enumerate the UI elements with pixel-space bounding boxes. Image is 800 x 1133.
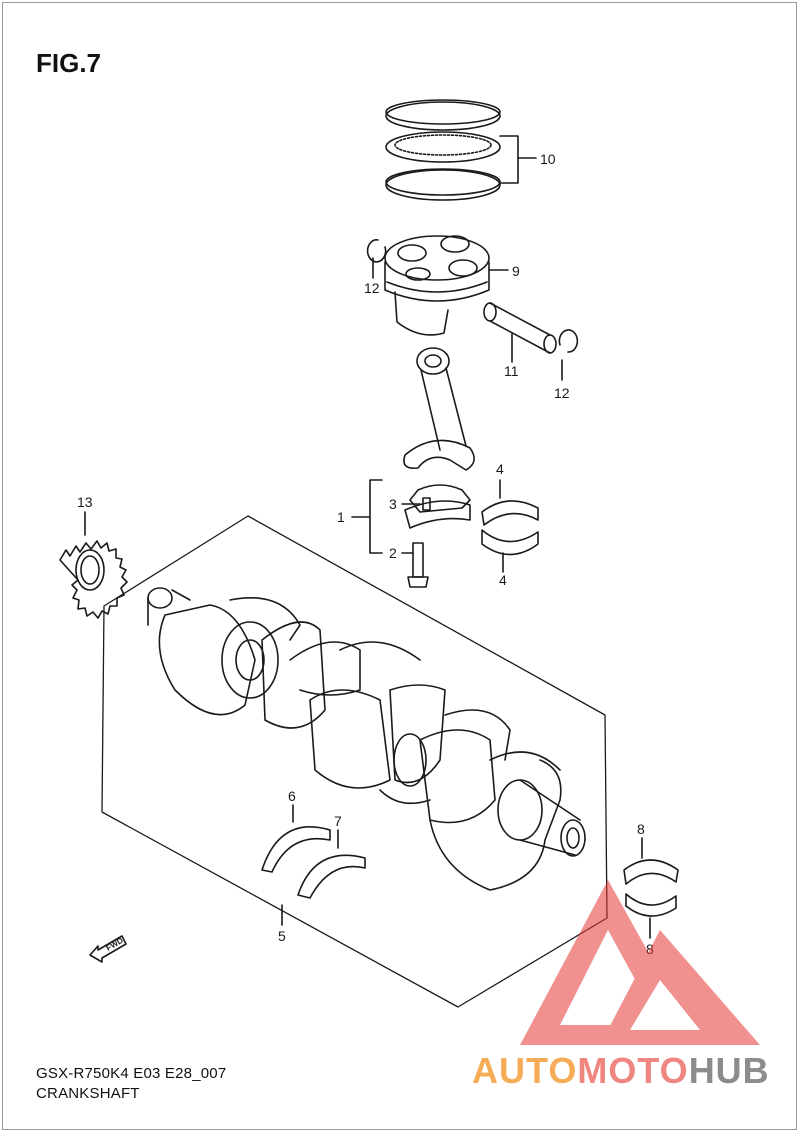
callout-7: 7	[334, 813, 342, 829]
fwd-arrow	[89, 935, 127, 963]
callout-13: 13	[77, 494, 93, 510]
callout-3: 3	[389, 496, 397, 512]
piston	[384, 235, 490, 336]
piston-ring-set	[385, 99, 501, 201]
callout-8a: 8	[637, 821, 645, 837]
callout-5: 5	[278, 928, 286, 944]
callout-8b: 8	[646, 941, 654, 957]
callout-4b: 4	[499, 572, 507, 588]
callout-12a: 12	[364, 280, 380, 296]
model-code: GSX-R750K4 E03 E28_007	[36, 1065, 227, 1082]
primary-drive-gear	[59, 540, 128, 619]
callout-12b: 12	[554, 385, 570, 401]
figure-title: FIG.7	[36, 48, 102, 78]
callout-9: 9	[512, 263, 520, 279]
dowel-pin	[422, 497, 431, 511]
watermark-logo	[520, 880, 760, 1045]
watermark-part3: HUB	[688, 1050, 770, 1091]
piston-pin	[483, 302, 557, 354]
main-bearing	[623, 859, 679, 917]
watermark-part1: AUTO	[472, 1050, 578, 1091]
callout-2: 2	[389, 545, 397, 561]
watermark-part2: MOTO	[577, 1050, 689, 1091]
callout-1: 1	[337, 509, 345, 525]
callout-6: 6	[288, 788, 296, 804]
conrod-bolt	[407, 542, 429, 588]
section-name: CRANKSHAFT	[36, 1085, 140, 1102]
crankshaft	[147, 587, 586, 891]
callout-11: 11	[504, 363, 519, 379]
connecting-rod	[403, 347, 475, 529]
circlip-left	[366, 239, 387, 263]
callout-10: 10	[540, 151, 556, 167]
watermark-text: AUTOMOTOHUB	[472, 1050, 770, 1092]
conrod-bearing	[481, 500, 539, 556]
callout-4a: 4	[496, 461, 504, 477]
thrust-bearing-right	[297, 854, 366, 899]
thrust-bearing-left	[261, 826, 331, 873]
circlip-right	[558, 329, 579, 353]
